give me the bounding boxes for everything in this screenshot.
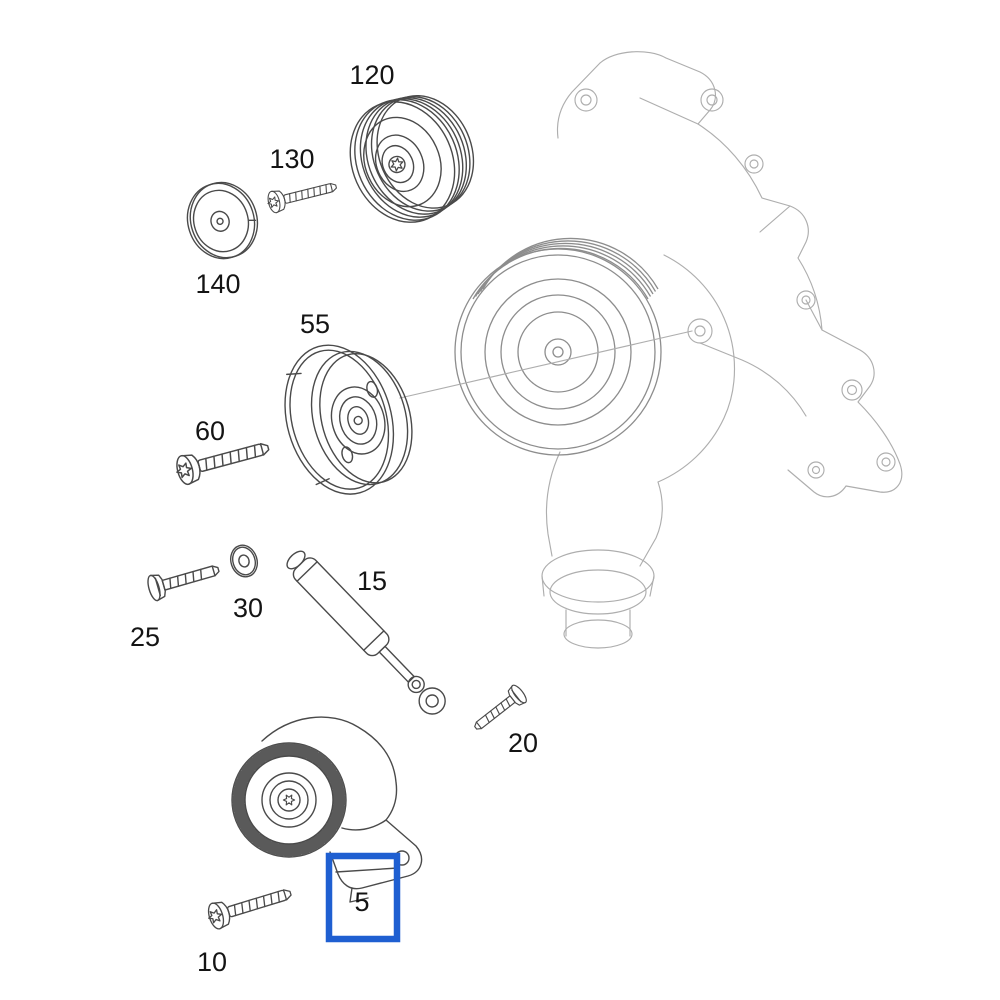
part-label-30: 30 — [233, 593, 263, 623]
part-label-15: 15 — [357, 566, 387, 596]
crankshaft-pulley-drawing — [454, 237, 662, 456]
part-label-25: 25 — [130, 622, 160, 652]
part-140-disc-drawing — [186, 181, 259, 260]
axis-line — [399, 330, 693, 399]
part-10-screw-drawing — [205, 881, 295, 931]
part-label-120: 120 — [349, 60, 394, 90]
part-55-pulley-drawing — [284, 344, 413, 495]
part-30-washer-drawing — [229, 544, 259, 578]
part-label-5: 5 — [354, 887, 369, 917]
part-label-140: 140 — [195, 269, 240, 299]
part-label-10: 10 — [197, 947, 227, 977]
highlight-box — [325, 852, 401, 943]
part-25-bolt-drawing — [144, 556, 223, 603]
part-label-55: 55 — [300, 309, 330, 339]
part-15-damper-drawing — [286, 550, 446, 715]
part-label-60: 60 — [195, 416, 225, 446]
part-label-130: 130 — [269, 144, 314, 174]
part-label-20: 20 — [508, 728, 538, 758]
water-pump-housing-drawing — [541, 51, 903, 649]
part-labels: 120 130 140 55 60 25 30 15 20 5 10 — [130, 60, 538, 977]
part-120-idler-pulley-drawing — [349, 94, 475, 223]
part-130-screw-drawing — [265, 176, 338, 214]
part-5-tensioner-drawing — [231, 716, 423, 903]
